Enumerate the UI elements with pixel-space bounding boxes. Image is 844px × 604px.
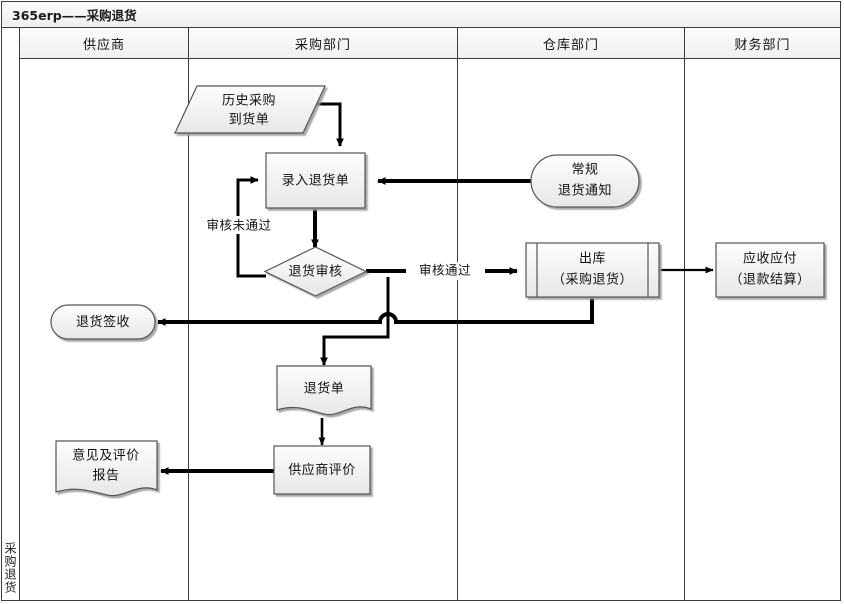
- node-return-audit[interactable]: 退货审核: [263, 246, 368, 297]
- swimlane-header-supplier: 供应商: [82, 37, 125, 53]
- stock-out-label-1: 出库: [579, 251, 606, 267]
- enter-return-shape[interactable]: [265, 152, 366, 209]
- return-signed-label: 退货签收: [76, 314, 130, 330]
- node-enter-return[interactable]: 录入退货单: [265, 152, 366, 209]
- return-audit-shape[interactable]: [263, 246, 368, 297]
- return-audit-label: 退货审核: [288, 264, 342, 280]
- audit-failed-label: 审核未通过: [206, 218, 271, 233]
- edge-history-to-enter-line: [313, 102, 344, 147]
- node-opinion-report[interactable]: 意见及评价 报告: [55, 440, 158, 497]
- history-receipt-label-1: 历史采购: [222, 93, 276, 109]
- node-return-signed[interactable]: 退货签收: [50, 304, 156, 340]
- node-regular-notice[interactable]: 常规 退货通知: [530, 154, 640, 208]
- supplier-rating-label: 供应商评价: [288, 462, 356, 478]
- swimlane-header-purchasing: 采购部门: [188, 28, 457, 58]
- edge-audit-to-returndoc: [320, 277, 390, 366]
- receivable-payable-label-1: 应收应付: [743, 251, 797, 267]
- history-receipt-label-2: 到货单: [229, 112, 270, 128]
- return-signed-shape[interactable]: [50, 304, 156, 340]
- edge-stockout-to-signed: [157, 297, 594, 326]
- return-order-doc-shape[interactable]: [276, 365, 372, 416]
- node-receivable-payable[interactable]: 应收应付 （退款结算）: [715, 242, 825, 298]
- node-supplier-rating[interactable]: 供应商评价: [273, 445, 371, 495]
- opinion-report-shape[interactable]: [55, 440, 158, 497]
- audit-passed-label-bg: [406, 262, 485, 280]
- edge-label-audit-failed: 审核未通过: [192, 216, 286, 234]
- return-order-doc-label: 退货单: [304, 381, 345, 397]
- swimlane-divider-1: [188, 59, 189, 600]
- swimlane-header-finance: 财务部门: [684, 28, 840, 58]
- stock-out-shape[interactable]: [525, 242, 660, 298]
- receivable-payable-shape[interactable]: [715, 242, 825, 298]
- enter-return-label: 录入退货单: [282, 173, 350, 189]
- swimlane-divider-2: [457, 59, 458, 600]
- regular-notice-label-1: 常规: [571, 163, 598, 178]
- swimlane-divider-3: [684, 59, 685, 600]
- history-receipt-shape[interactable]: [174, 85, 326, 134]
- swimlane-header-row: 供应商 采购部门 仓库部门 财务部门: [20, 28, 840, 59]
- title-bar: 365erp——采购退货: [2, 2, 840, 28]
- stock-out-label-2: （采购退货）: [552, 272, 633, 288]
- lane-caption-label: 采购退货: [3, 542, 17, 594]
- supplier-rating-shape[interactable]: [273, 445, 371, 495]
- regular-notice-label-2: 退货通知: [558, 183, 612, 199]
- node-stock-out[interactable]: 出库 （采购退货）: [525, 242, 660, 298]
- receivable-payable-label-2: （退款结算）: [729, 273, 810, 288]
- regular-notice-shape[interactable]: [530, 154, 640, 208]
- opinion-report-label-2: 报告: [92, 469, 119, 484]
- page-title: 365erp——采购退货: [12, 8, 137, 23]
- audit-passed-label: 审核通过: [419, 263, 471, 278]
- edge-label-audit-passed: 审核通过: [406, 262, 485, 280]
- lane-caption: 采购退货: [2, 28, 20, 600]
- connectors: [157, 102, 714, 475]
- node-return-order-doc[interactable]: 退货单: [276, 365, 372, 416]
- node-history-receipt[interactable]: 历史采购 到货单: [174, 85, 326, 134]
- audit-failed-label-bg: [192, 216, 286, 234]
- opinion-report-label-1: 意见及评价: [72, 448, 140, 464]
- swimlane-header-warehouse: 仓库部门: [457, 28, 684, 58]
